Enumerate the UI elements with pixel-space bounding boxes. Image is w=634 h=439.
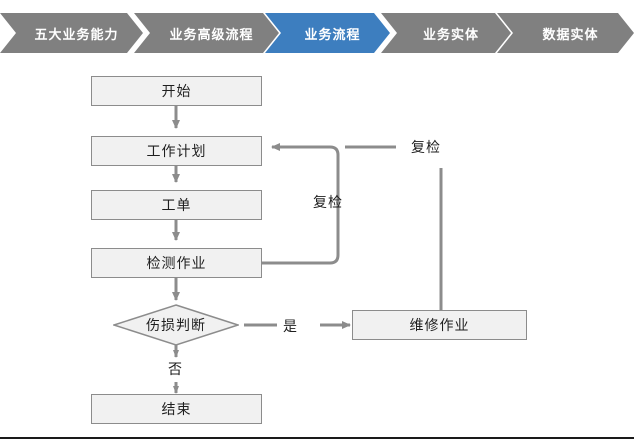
node-start[interactable]: 开始	[91, 76, 262, 106]
node-inspection-label: 检测作业	[146, 255, 207, 271]
edge-label-recheck-outer: 复检	[411, 139, 441, 155]
breadcrumb-item-4-label: 业务实体	[422, 26, 479, 42]
breadcrumb-item-3[interactable]: 业务流程	[265, 13, 390, 53]
node-work-order[interactable]: 工单	[91, 190, 262, 220]
node-end-label: 结束	[161, 401, 192, 417]
node-work-plan[interactable]: 工作计划	[91, 136, 262, 166]
breadcrumb-item-1-label: 五大业务能力	[34, 26, 119, 42]
node-end[interactable]: 结束	[91, 394, 262, 424]
edge-label-no: 否	[168, 361, 183, 377]
node-start-label: 开始	[161, 83, 192, 99]
breadcrumb-item-3-label: 业务流程	[304, 26, 361, 42]
node-repair[interactable]: 维修作业	[352, 310, 527, 340]
diamond-shape	[111, 304, 241, 346]
node-work-order-label: 工单	[161, 197, 192, 213]
edge-label-yes: 是	[283, 318, 298, 334]
breadcrumb-item-2[interactable]: 业务高级流程	[134, 13, 279, 53]
breadcrumb-item-2-label: 业务高级流程	[169, 26, 254, 42]
node-repair-label: 维修作业	[409, 317, 470, 333]
breadcrumb: 五大业务能力 业务高级流程 业务流程 业务实体 数据实体	[0, 13, 634, 53]
node-damage-decision[interactable]: 伤损判断	[111, 304, 241, 346]
edge-label-recheck-inner: 复检	[313, 194, 343, 210]
breadcrumb-item-4[interactable]: 业务实体	[381, 13, 511, 53]
node-inspection[interactable]: 检测作业	[91, 248, 262, 278]
breadcrumb-item-5-label: 数据实体	[542, 26, 599, 42]
node-work-plan-label: 工作计划	[146, 143, 207, 159]
breadcrumb-item-1[interactable]: 五大业务能力	[0, 13, 143, 53]
breadcrumb-item-5[interactable]: 数据实体	[497, 13, 634, 53]
